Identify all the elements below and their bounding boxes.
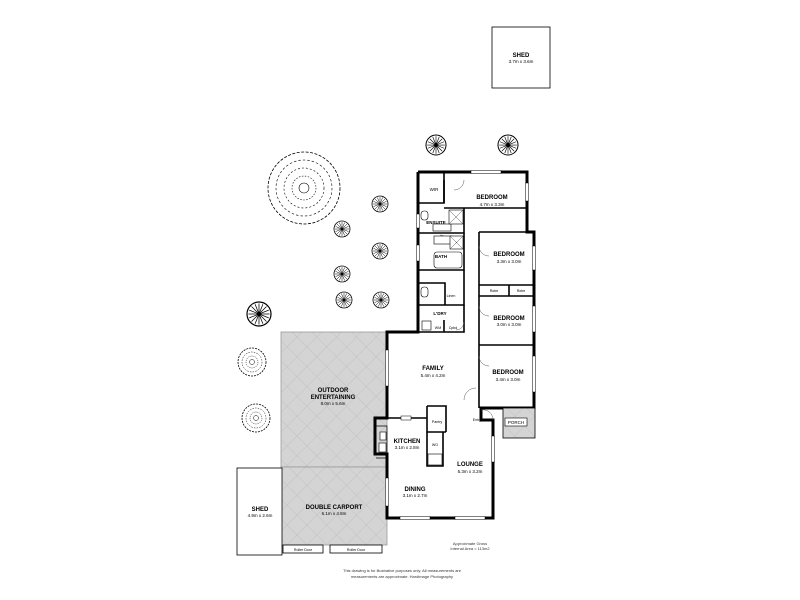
shed-bottom-label: SHED <box>252 507 269 513</box>
robe-label: Robe <box>517 289 526 293</box>
wm-label: WM <box>435 326 441 330</box>
roller-door-label: Roller Door <box>347 548 366 552</box>
room-labels: WIR BEDROOM 4.7m x 3.3m ENSUITE BATH BED… <box>394 187 526 498</box>
landscaping <box>237 134 519 433</box>
bedroom-3-dims: 3.0m x 3.0m <box>497 322 522 327</box>
fridge-icon <box>427 453 443 466</box>
bath-label: BATH <box>435 254 447 259</box>
shed-bottom: SHED 4.9m x 2.6m <box>236 467 283 556</box>
carport-label: DOUBLE CARPORT <box>306 505 363 511</box>
ensuite-label: ENSUITE <box>426 220 446 225</box>
cooktop-icon <box>378 442 387 453</box>
fixtures <box>376 209 464 466</box>
dining-label: DINING <box>405 487 426 493</box>
tree-icon <box>237 347 267 377</box>
tree-large-icon <box>267 151 341 225</box>
tree-icon <box>425 134 447 156</box>
tree-icon <box>333 265 351 283</box>
outdoor-label: OUTDOOR <box>318 388 349 394</box>
family-dims: 5.4m x 4.2m <box>421 373 446 378</box>
shed-top: SHED 3.7m x 3.6m <box>491 26 551 89</box>
cpbd-label: Cpbd <box>449 326 458 330</box>
disclaimer-line-2: measurements are approximate. Hardimage … <box>351 574 453 579</box>
area-note-line-2: Internal Area = 113m2 <box>450 546 490 551</box>
tree-icon <box>371 242 389 260</box>
laundry-label: L'DRY <box>433 311 446 316</box>
wo-label: WO <box>432 443 438 447</box>
outdoor-entertaining: OUTDOOR ENTERTAINING 8.0m x 5.6m <box>280 331 388 468</box>
bedroom-1-dims: 4.7m x 3.3m <box>480 202 505 207</box>
vanity-icon <box>432 223 452 232</box>
lounge-dims: 5.3m x 3.2m <box>458 469 483 474</box>
tree-icon <box>371 195 389 213</box>
tree-icon <box>241 403 271 433</box>
sink-icon <box>379 431 387 441</box>
roller-door-label: Roller Door <box>294 548 313 552</box>
doors <box>439 179 494 421</box>
vanity-icon <box>433 235 453 245</box>
bedroom-4-label: BEDROOM <box>492 370 523 376</box>
toilet-icon <box>420 210 429 221</box>
bedroom-2-label: BEDROOM <box>493 252 524 258</box>
bedroom-2-dims: 3.3m x 3.0m <box>497 259 522 264</box>
pantry-label: Pantry <box>432 420 443 424</box>
outdoor-label-2: ENTERTAINING <box>311 395 356 401</box>
bedroom-1-label: BEDROOM <box>476 195 507 201</box>
tree-icon <box>372 291 390 309</box>
wir-label: WIR <box>430 187 439 192</box>
porch-label: PORCH <box>508 420 524 425</box>
porch: PORCH <box>502 407 536 439</box>
robe-label: Robe <box>490 289 499 293</box>
lounge-label: LOUNGE <box>457 462 483 468</box>
outdoor-dims: 8.0m x 5.6m <box>321 401 346 406</box>
carport-dims: 6.1m x 4.8m <box>322 511 347 516</box>
kitchen-dims: 3.1m x 2.8m <box>395 445 420 450</box>
bedroom-3-label: BEDROOM <box>493 316 524 322</box>
disclaimer: This drawing is for illustrative purpose… <box>343 568 462 579</box>
bathtub-icon <box>433 251 463 269</box>
double-carport: DOUBLE CARPORT 6.1m x 4.8m <box>280 466 388 546</box>
tree-icon <box>335 291 353 309</box>
tree-icon <box>246 301 272 327</box>
internal-walls <box>387 172 534 467</box>
family-label: FAMILY <box>422 366 443 372</box>
trough-icon <box>421 320 432 331</box>
windows <box>385 170 536 520</box>
shed-bottom-dims: 4.9m x 2.6m <box>248 513 273 518</box>
toilet-icon <box>420 286 429 298</box>
dining-dims: 3.1m x 2.7m <box>403 493 428 498</box>
linen-label: Linen <box>447 294 456 298</box>
tree-icon <box>333 220 351 238</box>
tree-icon <box>497 134 519 156</box>
bedroom-4-dims: 3.4m x 3.0m <box>496 377 521 382</box>
entry-label: Entry <box>473 418 482 422</box>
disclaimer-line-1: This drawing is for illustrative purpose… <box>343 568 462 573</box>
area-note-line-1: Approximate Gross <box>453 541 487 546</box>
area-note: Approximate Gross Internal Area = 113m2 <box>450 541 490 551</box>
shed-top-label: SHED <box>513 53 530 59</box>
kitchen-label: KITCHEN <box>394 439 421 445</box>
shed-top-dims: 3.7m x 3.6m <box>509 59 534 64</box>
roller-doors: Roller Door Roller Door <box>282 544 383 554</box>
